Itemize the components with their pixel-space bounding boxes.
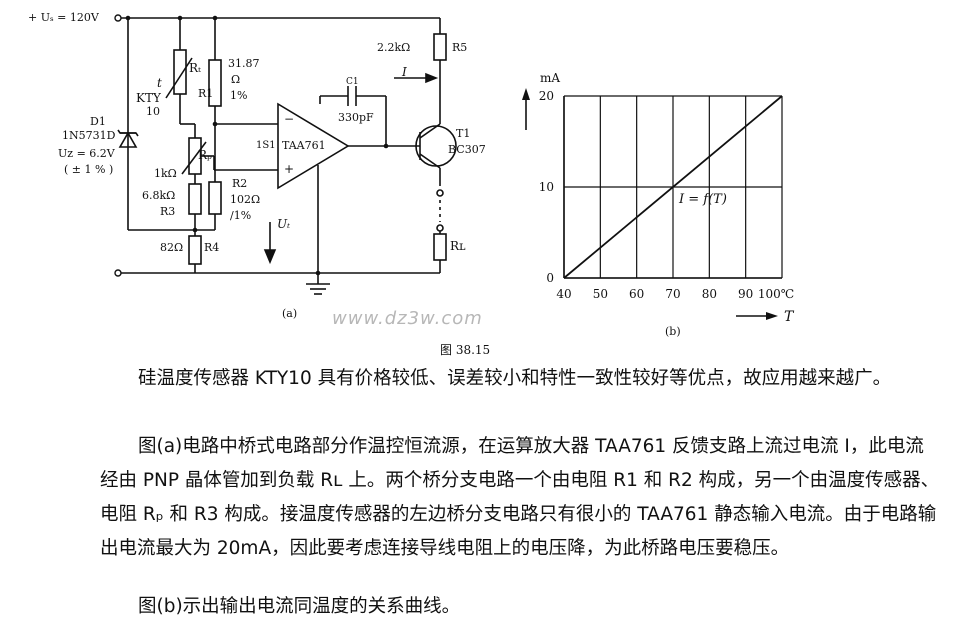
- paragraph-2: 图(a)电路中桥式电路部分作温控恒流源，在运算放大器 TAA761 反馈支路上流…: [100, 436, 940, 559]
- kty-label: KTY: [136, 91, 161, 105]
- chart-x-tick-label: 50: [593, 287, 608, 301]
- r2-label: R2: [232, 177, 248, 190]
- chart-x-tick-label: 70: [665, 287, 680, 301]
- rp-label: Rₚ: [198, 148, 212, 162]
- opamp-plus: +: [284, 162, 295, 176]
- chart-x-tick-label: 90: [738, 287, 753, 301]
- r5-value: 2.2kΩ: [377, 41, 411, 54]
- r1-value: 31.87: [228, 57, 260, 70]
- d1-part: 1N5731D: [62, 129, 116, 142]
- current-label: I: [402, 65, 407, 79]
- opamp-label: TAA761: [282, 139, 326, 152]
- chart-annotation: I = f(T): [678, 192, 727, 207]
- rt-label: Rₜ: [189, 61, 201, 75]
- r1-tolerance: 1%: [230, 89, 248, 102]
- opamp-minus: −: [284, 112, 295, 126]
- subfigure-a-label: (a): [282, 307, 298, 320]
- c1-label: C1: [346, 77, 359, 87]
- r2-value: 102Ω: [230, 193, 261, 206]
- chart-y-arrowhead: [522, 88, 530, 100]
- t1-part: BC307: [448, 143, 486, 156]
- paragraph-1: 硅温度传感器 KTY10 具有价格较低、误差较小和特性一致性较好等优点，故应用越…: [138, 368, 892, 389]
- chart-x-arrowhead: [766, 312, 778, 320]
- r5-label: R5: [452, 41, 468, 54]
- chart-series-line: [563, 95, 783, 279]
- c1-value: 330pF: [338, 111, 374, 124]
- d1-uz: Uᴢ = 6.2V: [58, 147, 115, 160]
- r1-unit: Ω: [231, 73, 241, 86]
- r4-label: R4: [204, 241, 220, 254]
- chart-x-tick-label: 100℃: [758, 287, 794, 301]
- r3-value: 6.8kΩ: [142, 189, 176, 202]
- watermark: www.dz3w.com: [332, 308, 483, 329]
- rl-label: Rʟ: [450, 239, 466, 253]
- supply-label: + Uₛ = 120V: [28, 11, 99, 24]
- chart-x-tick-label: 60: [629, 287, 644, 301]
- kty-number: 10: [146, 105, 160, 118]
- chart-y-tick-label: 10: [539, 180, 554, 194]
- figure-caption: 图 38.15: [440, 343, 491, 357]
- ut-label: Uₜ: [277, 217, 291, 231]
- d1-label: D1: [90, 115, 106, 128]
- circuit-diagram: [114, 14, 457, 295]
- chart-x-tick-label: 40: [556, 287, 571, 301]
- chart-y-axis-label: mA: [540, 71, 560, 85]
- rp-value: 1kΩ: [154, 167, 177, 180]
- chart-y-tick-label: 20: [539, 89, 554, 103]
- r4-value: 82Ω: [160, 241, 184, 254]
- r3-label: R3: [160, 205, 176, 218]
- t1-label: T1: [456, 127, 471, 140]
- chart-x-tick-label: 80: [702, 287, 717, 301]
- d1-tolerance: ( ± 1 % ): [64, 163, 114, 176]
- pin-label: 1S1: [256, 140, 276, 151]
- chart-x-axis-label: T: [784, 309, 795, 325]
- t-symbol: t: [157, 76, 162, 90]
- r1-label: R1: [198, 87, 214, 100]
- chart-y-tick-label: 0: [546, 271, 554, 285]
- r2-tolerance: /1%: [230, 209, 252, 222]
- subfigure-b-label: (b): [665, 325, 681, 338]
- paragraph-3: 图(b)示出输出电流同温度的关系曲线。: [138, 596, 461, 617]
- chart-b: 40 50 60 70 80 90 100℃ 0 10 20 mA T I = f(T): [522, 71, 795, 325]
